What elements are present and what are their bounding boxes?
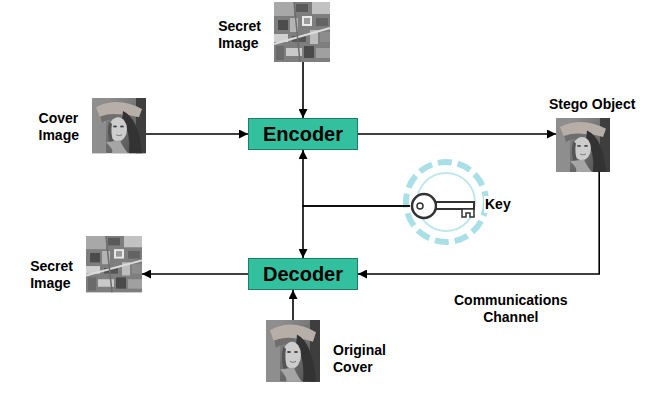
box-label: Encoder: [263, 124, 343, 144]
secret-image: Secret Image: [86, 236, 142, 292]
connector-arrow: [302, 62, 304, 118]
connector-arrow: [358, 172, 599, 274]
encoder-box: Encoder: [248, 118, 358, 150]
stego-image-picture: [556, 118, 610, 172]
connector-arrow: [146, 133, 248, 135]
key: Key: [410, 192, 476, 220]
secret-image-picture: [274, 2, 330, 62]
image-caption: Secret Image: [217, 18, 262, 52]
image-caption: Key: [484, 196, 512, 213]
cover-image: Cover Image: [92, 98, 146, 153]
key-symbol: [412, 194, 474, 218]
image-caption: Cover Image: [38, 110, 80, 144]
original-cover: Original Cover: [266, 320, 320, 382]
stego-object: Stego Object: [556, 118, 610, 172]
secret-image: Secret Image: [274, 2, 330, 62]
box-label: Decoder: [263, 264, 343, 284]
connector-arrow: [358, 133, 556, 135]
cover-image-picture: [92, 98, 146, 153]
image-caption: Original Cover: [332, 342, 387, 376]
channel-label: Communications Channel: [452, 292, 570, 326]
image-caption: Secret Image: [29, 258, 74, 292]
secret-image-picture: [86, 236, 142, 292]
connector-arrow: [303, 150, 410, 206]
image-caption: Stego Object: [548, 96, 636, 113]
connector-arrow: [142, 273, 248, 275]
stamp-seal: [406, 162, 486, 242]
original-cover-picture: [266, 320, 320, 382]
connector-arrow: [303, 206, 410, 258]
decoder-box: Decoder: [248, 258, 358, 290]
connector-arrow: [292, 290, 294, 320]
